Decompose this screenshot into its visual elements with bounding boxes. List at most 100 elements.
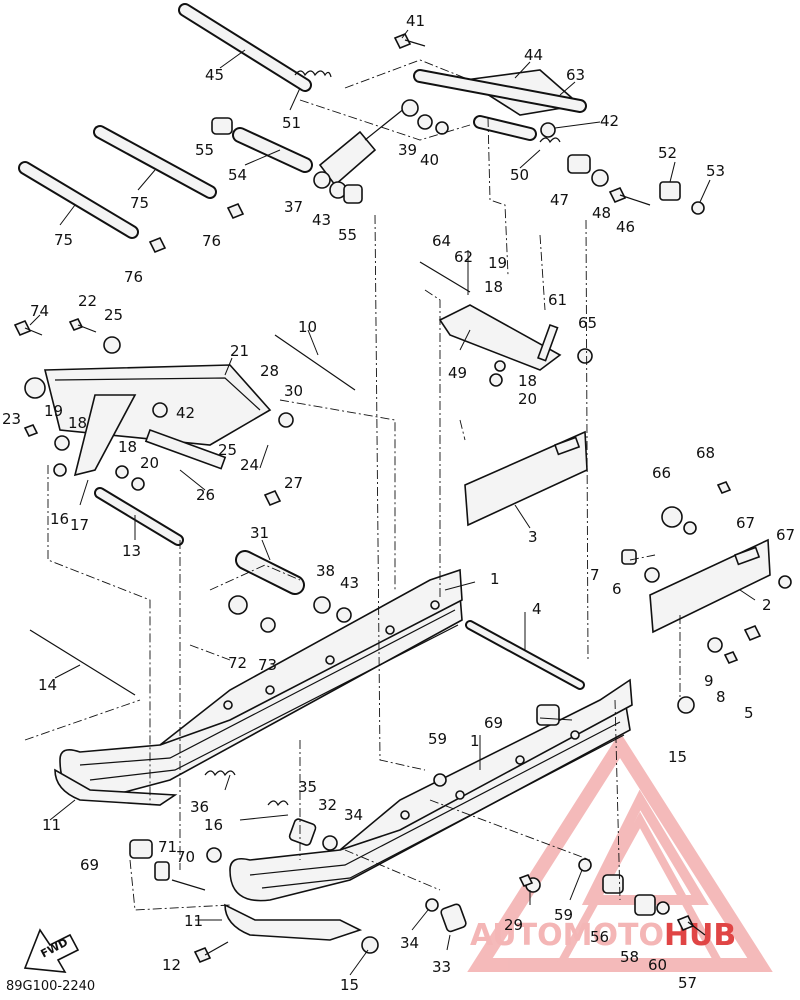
callout-label: 70 bbox=[176, 848, 195, 866]
callout-label: 76 bbox=[202, 232, 221, 250]
callout-label: 11 bbox=[184, 912, 203, 930]
callout-label: 47 bbox=[550, 191, 569, 209]
callout-label: 20 bbox=[140, 454, 159, 472]
callout-label: 69 bbox=[80, 856, 99, 874]
front-arm-assembly bbox=[24, 364, 272, 477]
callout-label: 61 bbox=[548, 291, 567, 309]
callout-label: 41 bbox=[406, 12, 425, 30]
callout-label: 3 bbox=[528, 528, 538, 546]
callout-label: 72 bbox=[228, 654, 247, 672]
callout-label: 35 bbox=[298, 778, 317, 796]
callout-label: 36 bbox=[190, 798, 209, 816]
callout-label: 23 bbox=[2, 410, 21, 428]
callout-label: 42 bbox=[176, 404, 195, 422]
watermark-brand-text: AUTOMOTOHUB bbox=[470, 918, 736, 953]
callout-label: 2 bbox=[762, 596, 772, 614]
callout-label: 63 bbox=[566, 66, 585, 84]
callout-label: 39 bbox=[398, 141, 417, 159]
callout-label: 9 bbox=[704, 672, 714, 690]
callout-label: 8 bbox=[716, 688, 726, 706]
callout-label: 48 bbox=[592, 204, 611, 222]
callout-label: 18 bbox=[518, 372, 537, 390]
callout-label: 76 bbox=[124, 268, 143, 286]
callout-label: 56 bbox=[590, 928, 609, 946]
callout-label: 66 bbox=[652, 464, 671, 482]
callout-label: 5 bbox=[744, 704, 754, 722]
callout-label: 64 bbox=[432, 232, 451, 250]
callout-label: 19 bbox=[488, 254, 507, 272]
bushings bbox=[53, 114, 792, 954]
callout-label: 45 bbox=[205, 66, 224, 84]
callout-label: 74 bbox=[30, 302, 49, 320]
callout-label: 29 bbox=[504, 916, 523, 934]
callout-label: 52 bbox=[658, 144, 677, 162]
callout-label: 15 bbox=[340, 976, 359, 994]
callout-label: 12 bbox=[162, 956, 181, 974]
callout-label: 6 bbox=[612, 580, 622, 598]
callout-label: 59 bbox=[554, 906, 573, 924]
left-rail bbox=[59, 568, 463, 801]
callout-label: 54 bbox=[228, 166, 247, 184]
callout-label: 68 bbox=[696, 444, 715, 462]
callout-label: 55 bbox=[338, 226, 357, 244]
callout-label: 24 bbox=[240, 456, 259, 474]
callout-label: 16 bbox=[50, 510, 69, 528]
lower-rail-ends bbox=[54, 768, 363, 941]
callout-label: 31 bbox=[250, 524, 269, 542]
callout-label: 11 bbox=[42, 816, 61, 834]
callout-label: 49 bbox=[448, 364, 467, 382]
callout-label: 60 bbox=[648, 956, 667, 974]
callout-label: 33 bbox=[432, 958, 451, 976]
callout-label: 75 bbox=[130, 194, 149, 212]
bolts bbox=[13, 32, 762, 964]
callout-label: 21 bbox=[230, 342, 249, 360]
callout-label: 10 bbox=[298, 318, 317, 336]
callout-label: 13 bbox=[122, 542, 141, 560]
callout-label: 51 bbox=[282, 114, 301, 132]
callout-label: 25 bbox=[218, 441, 237, 459]
shafts bbox=[18, 3, 587, 696]
rear-arm-assembly bbox=[438, 69, 582, 371]
callout-label: 65 bbox=[578, 314, 597, 332]
leader-lines bbox=[29, 29, 756, 976]
callout-label: 25 bbox=[104, 306, 123, 324]
callout-label: 40 bbox=[420, 151, 439, 169]
callout-label: 37 bbox=[284, 198, 303, 216]
callout-label: 43 bbox=[312, 211, 331, 229]
callout-label: 57 bbox=[678, 974, 697, 992]
callout-label: 15 bbox=[668, 748, 687, 766]
callout-label: 46 bbox=[616, 218, 635, 236]
callout-label: 42 bbox=[600, 112, 619, 130]
callout-label: 26 bbox=[196, 486, 215, 504]
callout-label: 14 bbox=[38, 676, 57, 694]
drawing-code: 89G100-2240 bbox=[6, 979, 95, 994]
callout-label: 44 bbox=[524, 46, 543, 64]
plates bbox=[464, 430, 771, 634]
callout-label: 30 bbox=[284, 382, 303, 400]
callout-label: 19 bbox=[44, 402, 63, 420]
callout-label: 18 bbox=[68, 414, 87, 432]
callout-label: 38 bbox=[316, 562, 335, 580]
watermark-text: AUTOMOTOHUB bbox=[470, 918, 736, 953]
callout-label: 17 bbox=[70, 516, 89, 534]
callout-label: 16 bbox=[204, 816, 223, 834]
callout-label: 62 bbox=[454, 248, 473, 266]
callout-label: 28 bbox=[260, 362, 279, 380]
callout-label: 43 bbox=[340, 574, 359, 592]
callout-label: 67 bbox=[776, 526, 795, 544]
reference-lines bbox=[24, 59, 681, 911]
callout-label: 67 bbox=[736, 514, 755, 532]
callout-label: 34 bbox=[400, 934, 419, 952]
callout-label: 58 bbox=[620, 948, 639, 966]
callout-label: 55 bbox=[195, 141, 214, 159]
callout-label: 34 bbox=[344, 806, 363, 824]
fwd-arrow bbox=[23, 928, 80, 973]
callout-label: 59 bbox=[428, 730, 447, 748]
springs bbox=[204, 70, 561, 807]
callout-label: 18 bbox=[484, 278, 503, 296]
callout-labels: 41 44 63 45 51 42 55 54 39 40 50 52 5 3 3… bbox=[2, 12, 795, 994]
callout-label: 75 bbox=[54, 231, 73, 249]
callout-label: 50 bbox=[510, 166, 529, 184]
